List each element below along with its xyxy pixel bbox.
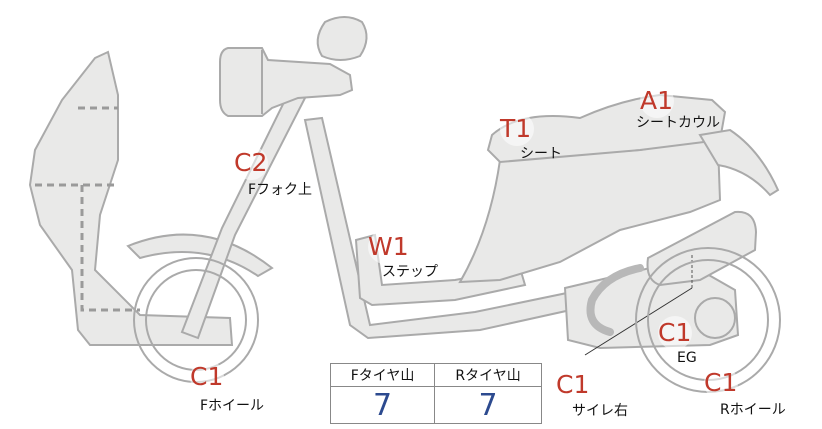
engine-hose bbox=[586, 264, 644, 336]
marker-label-a1-seat-cowl: シートカウル bbox=[636, 115, 720, 131]
rear-hub bbox=[694, 297, 736, 339]
marker-label-c1-muffler: サイレ右 bbox=[572, 403, 628, 419]
tread-table-value-row: 7 7 bbox=[329, 386, 542, 424]
rear-tread-value: 7 bbox=[434, 386, 542, 424]
marker-label-c2-fork: Fフォク上 bbox=[248, 182, 313, 198]
seat-cowl bbox=[698, 128, 780, 197]
marker-code-c2-fork: C2 bbox=[234, 148, 268, 177]
marker-code-w1-step: W1 bbox=[368, 232, 409, 261]
front-tread-header: Fタイヤ山 bbox=[329, 363, 436, 387]
marker-code-c1-muffler: C1 bbox=[556, 370, 590, 399]
headlight-housing bbox=[219, 47, 354, 117]
rear-tread-header: Rタイヤ山 bbox=[434, 363, 542, 387]
marker-label-t1-seat: シート bbox=[520, 146, 562, 162]
tread-table-header-row: Fタイヤ山 Rタイヤ山 bbox=[329, 363, 542, 387]
marker-label-c1-rear-wheel: Rホイール bbox=[720, 402, 786, 418]
marker-label-c1-front-wheel: Fホイール bbox=[200, 398, 265, 414]
tread-depth-table: Fタイヤ山 Rタイヤ山 7 7 bbox=[329, 363, 542, 424]
rear-body bbox=[458, 138, 722, 284]
marker-code-a1-seat-cowl: A1 bbox=[640, 86, 674, 115]
mirror bbox=[316, 16, 368, 61]
marker-label-c1-engine: EG bbox=[677, 350, 697, 366]
front-fender bbox=[126, 233, 274, 278]
front-fork bbox=[180, 88, 308, 340]
marker-code-c1-engine: C1 bbox=[658, 318, 692, 347]
marker-code-t1-seat: T1 bbox=[500, 114, 532, 143]
front-tread-value: 7 bbox=[329, 386, 436, 424]
shield-dotted-outline bbox=[35, 106, 140, 312]
marker-label-w1-step: ステップ bbox=[382, 264, 438, 280]
marker-code-c1-rear-wheel: C1 bbox=[704, 368, 738, 397]
marker-code-c1-front-wheel: C1 bbox=[190, 362, 224, 391]
